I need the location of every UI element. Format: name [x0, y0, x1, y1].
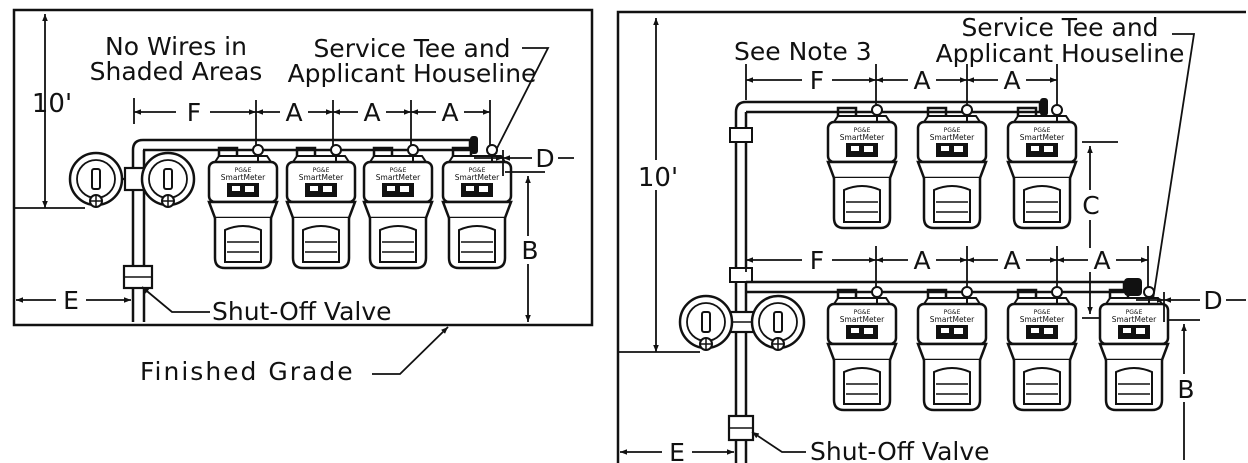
right-lower-meter-1 — [826, 285, 898, 412]
left-grade-label: Finished Grade — [140, 357, 355, 386]
right-panel: 10' See Note 3 Service Tee and Applicant… — [616, 10, 1246, 463]
right-lower-meter-2 — [916, 285, 988, 412]
left-dim-d: D — [535, 144, 554, 173]
left-meter-4 — [441, 143, 513, 270]
right-see-note: See Note 3 — [734, 37, 872, 66]
left-meter-2 — [285, 143, 357, 270]
left-dim-e: E — [63, 286, 79, 315]
left-service-tee-leader — [491, 47, 550, 159]
left-regulator-2 — [140, 151, 196, 209]
left-dim-a2: A — [363, 98, 380, 127]
right-riser-pipe — [734, 100, 1042, 463]
right-upper-meter-3 — [1006, 103, 1078, 230]
left-height-label: 10' — [32, 89, 72, 119]
right-upper-meter-1 — [826, 103, 898, 230]
right-service-tee-leader — [1150, 33, 1196, 307]
left-no-wires-line2: Shaded Areas — [90, 57, 263, 86]
left-meter-1 — [207, 143, 279, 270]
right-upper-meter-2 — [916, 103, 988, 230]
left-dim-a1: A — [285, 98, 302, 127]
left-manifold-pipe — [131, 138, 472, 322]
left-regulator-1 — [68, 151, 124, 209]
right-regulator-1 — [678, 294, 734, 352]
left-wall-outline — [12, 8, 594, 327]
right-lower-dim-a3: A — [1093, 246, 1110, 275]
right-upper-pipe-cap — [1040, 98, 1048, 116]
right-dim-b: B — [1177, 375, 1194, 404]
left-panel: 10' No Wires in Shaded Areas Service Tee… — [12, 8, 594, 386]
left-no-wires-line1: No Wires in — [105, 32, 247, 61]
left-dim-a3: A — [441, 98, 458, 127]
left-dim-f: F — [187, 98, 201, 127]
right-dim-e: E — [669, 438, 685, 463]
left-meter-3 — [362, 143, 434, 270]
right-upper-dim-a2: A — [1003, 66, 1020, 95]
right-wall-outline — [616, 10, 1246, 463]
left-dim-b: B — [521, 236, 538, 265]
right-lower-pipe-cap — [1124, 278, 1142, 296]
right-regulator-2 — [750, 294, 806, 352]
left-shutoff-label: Shut-Off Valve — [212, 297, 392, 326]
right-upper-dim-f: F — [810, 66, 824, 95]
left-service-tee-line2: Applicant Houseline — [288, 59, 537, 88]
right-shutoff-label: Shut-Off Valve — [810, 437, 990, 463]
right-lower-dim-a1: A — [913, 246, 930, 275]
right-dim-d: D — [1203, 286, 1222, 315]
right-dim-c: C — [1082, 191, 1099, 220]
right-lower-meter-4 — [1098, 285, 1170, 412]
right-upper-dim-a1: A — [913, 66, 930, 95]
left-grade-leader — [372, 326, 449, 375]
left-service-tee-line1: Service Tee and — [313, 34, 510, 63]
right-lower-dim-a2: A — [1003, 246, 1020, 275]
right-height-label: 10' — [638, 163, 678, 193]
right-service-tee-line2: Applicant Houseline — [936, 39, 1185, 68]
right-service-tee-line1: Service Tee and — [961, 13, 1158, 42]
right-lower-meter-3 — [1006, 285, 1078, 412]
right-lower-dim-f: F — [810, 246, 824, 275]
